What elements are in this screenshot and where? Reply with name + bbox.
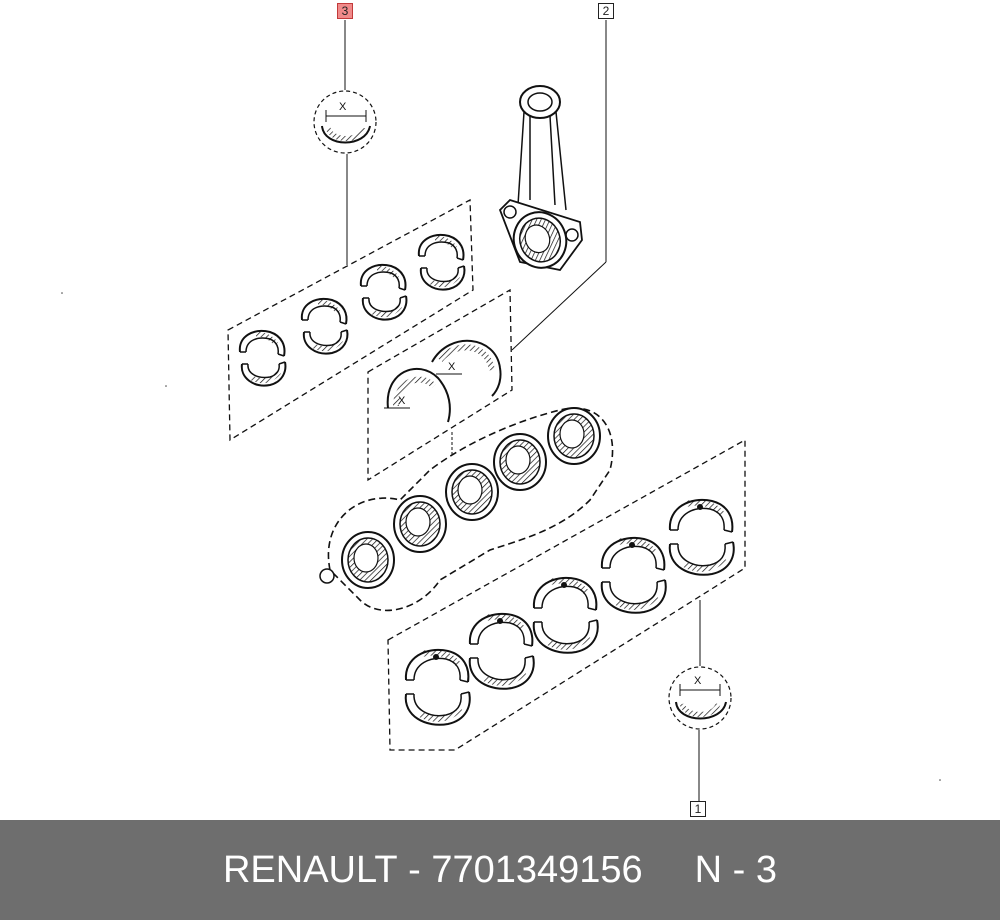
connecting-rod xyxy=(498,85,583,277)
callout-3-detail: X xyxy=(313,20,377,265)
dimension-x-label-main: X xyxy=(694,675,702,687)
dimension-x-label-washer-1: X xyxy=(398,395,406,407)
footer-bar: RENAULT - 7701349156 N - 3 xyxy=(0,820,1000,920)
brand-separator: - xyxy=(397,848,432,891)
callout-1-detail: X xyxy=(668,600,732,802)
crankshaft xyxy=(319,407,614,612)
main-bearing-shells-group xyxy=(387,438,746,751)
reference-number: N - 3 xyxy=(694,848,778,891)
brand-name: RENAULT xyxy=(222,848,398,891)
part-number: 7701349156 xyxy=(431,848,643,891)
callout-3-box[interactable]: 3 xyxy=(337,3,353,19)
thrust-washers-group: X X xyxy=(367,288,513,482)
callout-2-box[interactable]: 2 xyxy=(598,3,614,19)
callout-1-box[interactable]: 1 xyxy=(690,801,706,817)
exploded-parts-diagram: X X X xyxy=(61,20,941,802)
dimension-x-label: X xyxy=(339,101,347,113)
conrod-bearing-shells-group xyxy=(227,198,474,442)
dimension-x-label-washer-2: X xyxy=(448,361,456,373)
